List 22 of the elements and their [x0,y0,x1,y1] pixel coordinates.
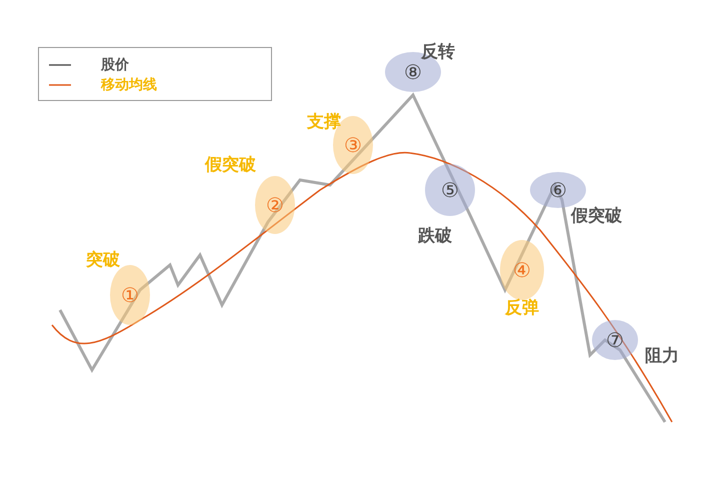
annotation-label: 假突破 [205,154,256,176]
highlight-ellipse [425,164,475,216]
annotation-label: 阻力 [645,345,679,367]
highlight-ellipse [592,320,638,360]
annotation-label: 反弹 [505,297,539,319]
highlight-ellipse [530,172,586,208]
highlight-ellipse [255,176,295,234]
annotation-label: 突破 [86,249,120,271]
circled-number: ③ [344,135,362,155]
circled-number: ⑦ [606,330,624,350]
annotation-label: 反转 [421,41,455,63]
annotation-label: 跌破 [418,225,452,247]
circled-number: ② [266,195,284,215]
circled-number: ① [121,285,139,305]
circled-number: ⑤ [441,180,459,200]
annotation-label: 支撑 [307,111,341,133]
circled-number: ⑥ [549,180,567,200]
legend-label: 移动均线 [101,76,157,94]
annotation-label: 假突破 [571,205,622,227]
legend-label: 股价 [101,56,129,74]
circled-number: ⑧ [404,62,422,82]
circled-number: ④ [513,260,531,280]
